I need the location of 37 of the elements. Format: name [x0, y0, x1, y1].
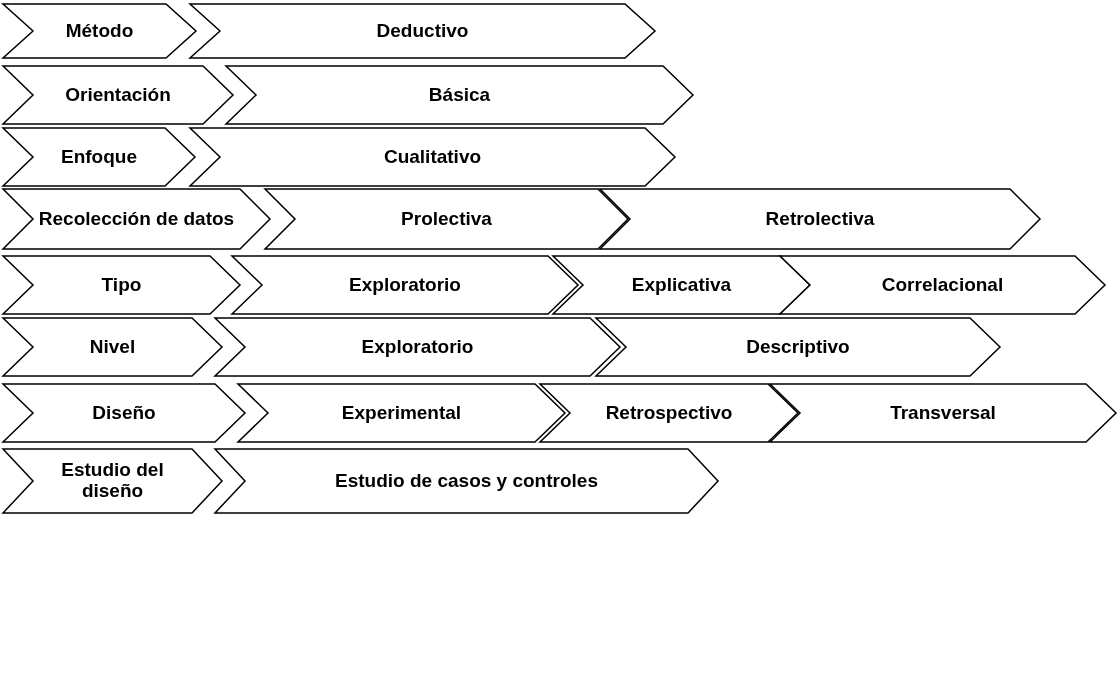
chevron-label: Exploratorio	[349, 274, 461, 296]
chevron-shape	[265, 189, 628, 249]
chevron-label: Nivel	[89, 336, 136, 358]
chevron-label: Orientación	[65, 84, 171, 106]
chevron-shape	[232, 256, 578, 314]
chevron-label: Enfoque	[61, 146, 137, 168]
chevron-shape	[238, 384, 565, 442]
chevron-shape	[600, 189, 1040, 249]
chevron-shape	[770, 384, 1116, 442]
chevron-label: Exploratorio	[361, 336, 474, 358]
chevron-label: Cualitativo	[383, 146, 482, 168]
chevron-shape	[780, 256, 1105, 314]
chevron-shape	[3, 128, 195, 186]
chevron-label: Estudio del diseño	[60, 460, 165, 502]
chevron-label: Recolección de datos	[38, 208, 235, 230]
chevron-shape	[215, 318, 620, 376]
chevron-shape	[3, 384, 245, 442]
chevron-label: Básica	[428, 84, 491, 106]
chevron-label: Transversal	[890, 402, 996, 424]
chevron-label: Retrolectiva	[765, 208, 875, 230]
chevron-shape	[3, 449, 222, 513]
chevron-label: Prolectiva	[401, 208, 492, 230]
chevron-shape	[596, 318, 1000, 376]
chevron-shape	[3, 4, 196, 58]
chevron-shape	[3, 256, 240, 314]
chevron-label: Tipo	[101, 274, 142, 296]
chevron-shape	[3, 189, 270, 249]
chevron-shape	[226, 66, 693, 124]
chevron-shape	[3, 66, 233, 124]
chevron-label: Estudio de casos y controles	[335, 470, 598, 492]
chevron-label: Método	[65, 20, 134, 42]
chevron-label: Correlacional	[881, 274, 1004, 296]
chevron-label: Diseño	[92, 402, 156, 424]
chevron-label: Deductivo	[376, 20, 469, 42]
chevron-label: Descriptivo	[746, 336, 850, 358]
chevron-shape	[3, 318, 222, 376]
chevron-label: Experimental	[341, 402, 462, 424]
